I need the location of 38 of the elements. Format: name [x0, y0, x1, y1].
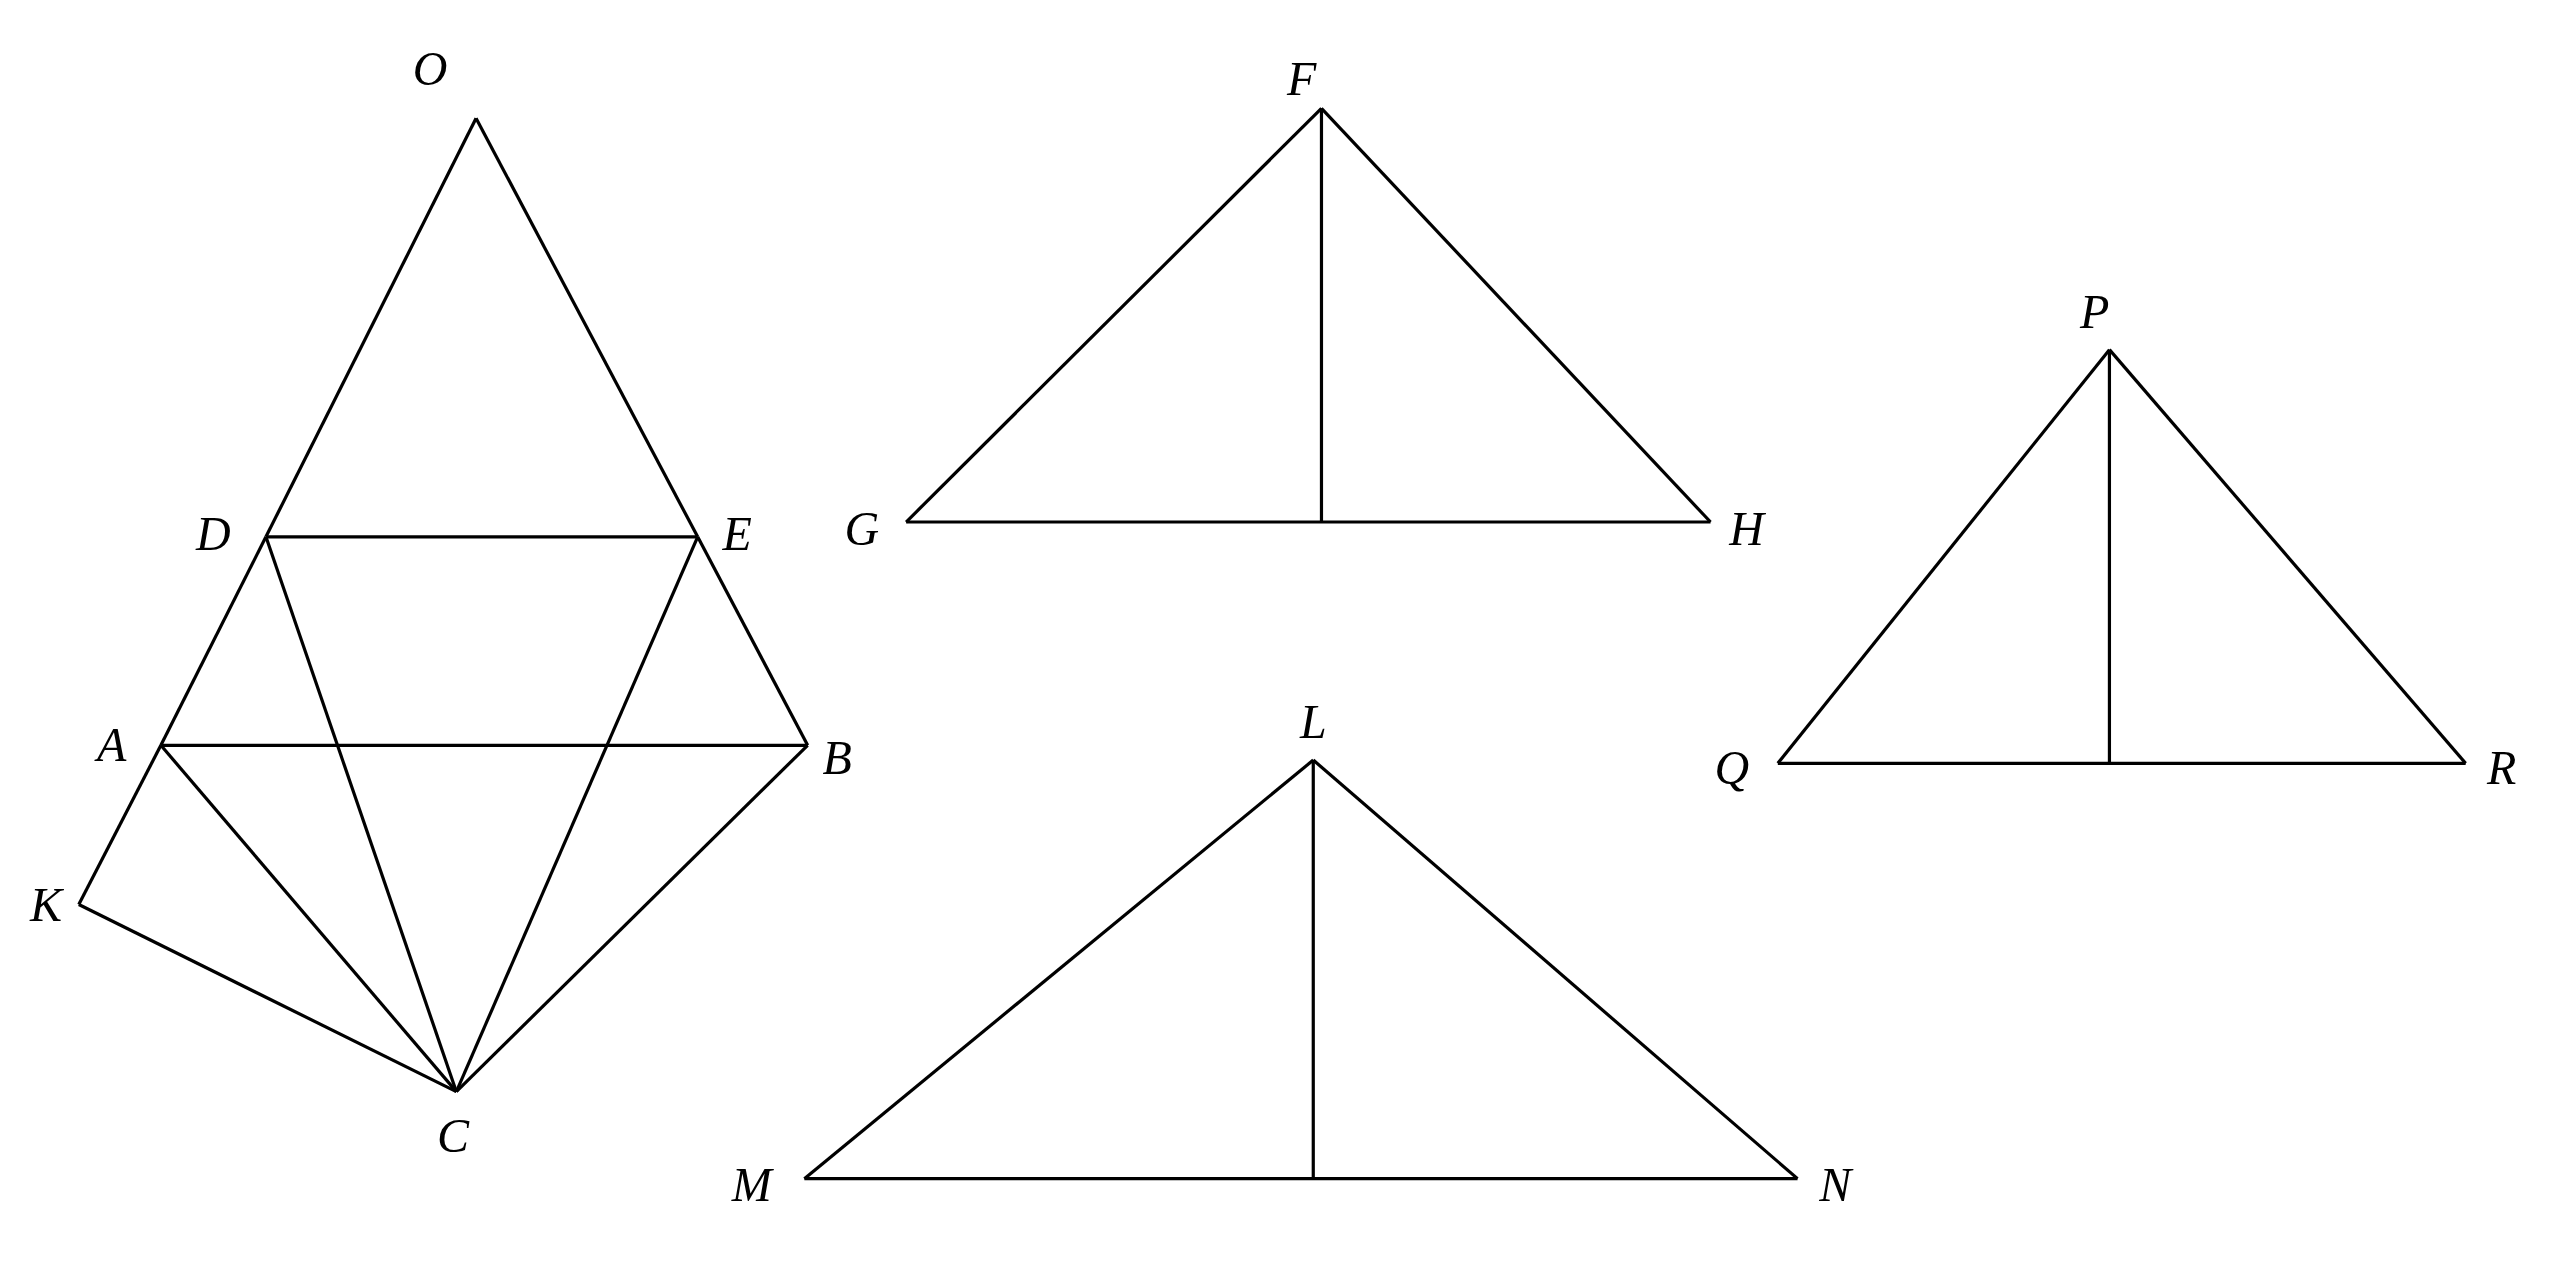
line-segment	[804, 1177, 1798, 1181]
line-segment	[265, 535, 698, 539]
point-label: Q	[1714, 744, 1750, 793]
line-segment	[455, 744, 809, 1093]
line-segment	[2107, 349, 2112, 764]
line-segment	[905, 107, 1323, 524]
point-label: O	[412, 44, 448, 93]
line-segment	[78, 903, 458, 1094]
line-segment	[1776, 348, 2111, 765]
point-label: N	[1819, 1161, 1852, 1210]
point-label: B	[822, 734, 852, 783]
line-segment	[696, 536, 810, 747]
point-label: R	[2487, 744, 2517, 793]
line-segment	[1777, 761, 2466, 765]
line-segment	[803, 758, 1315, 1180]
line-segment	[2108, 348, 2467, 765]
line-segment	[1311, 760, 1315, 1179]
line-segment	[77, 744, 163, 906]
point-label: P	[2080, 287, 2110, 336]
line-segment	[1319, 108, 1324, 522]
line-segment	[159, 536, 268, 746]
point-label: F	[1287, 54, 1317, 103]
line-segment	[474, 117, 700, 538]
line-segment	[264, 536, 458, 1093]
line-segment	[159, 744, 458, 1093]
point-label: D	[196, 509, 231, 558]
line-segment	[1312, 758, 1799, 1180]
point-label: E	[722, 509, 752, 558]
line-segment	[264, 117, 478, 538]
point-label: H	[1729, 504, 1764, 553]
point-label: G	[844, 504, 880, 553]
point-label: C	[437, 1111, 470, 1160]
point-label: K	[29, 880, 62, 929]
line-segment	[906, 520, 1711, 524]
point-label: L	[1299, 698, 1327, 747]
line-segment	[160, 743, 808, 747]
point-label: M	[731, 1161, 772, 1210]
point-label: A	[96, 721, 127, 770]
